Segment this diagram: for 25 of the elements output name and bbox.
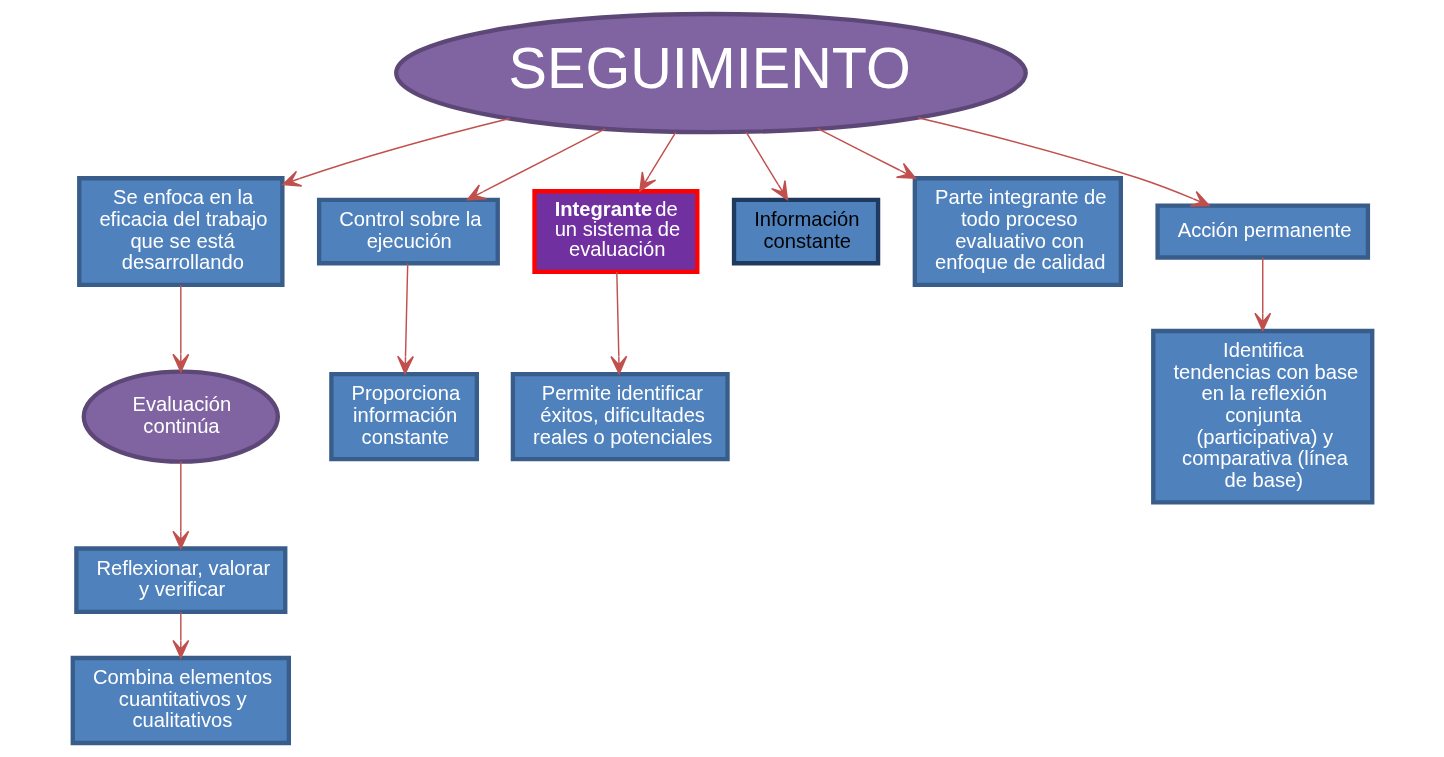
node-box: Acción permanente: [1154, 203, 1370, 260]
node-box: Identifica tendencias con base en la reflexión conjunta (participativa) y comparativa (línea de base): [1150, 328, 1374, 505]
arrow: [466, 128, 606, 201]
arrow: [638, 131, 677, 192]
node-box: Control sobre la ejecución: [316, 197, 500, 266]
node-box: Combina elementos cuantitativos y cualitativos: [70, 655, 291, 746]
arrow: [171, 460, 189, 550]
arrow: [396, 262, 414, 375]
arrow: [171, 284, 189, 373]
node-box: Parte integrante de todo proceso evaluativo con enfoque de calidad: [912, 176, 1123, 288]
arrow: [1253, 256, 1271, 332]
node-box: Permite identificar éxitos, dificultades reales o potenciales: [510, 372, 730, 462]
node-box: Integrante de un sistema de evaluación: [531, 189, 699, 275]
node-box: Proporciona información constante: [328, 372, 479, 462]
node-ellipse: Evaluación continúa: [81, 369, 280, 464]
node-ellipse: SEGUIMIENTO: [393, 11, 1028, 135]
arrow: [816, 128, 916, 179]
arrow: [171, 611, 189, 659]
node-box: Se enfoca en la eficacia del trabajo que se está desarrollando: [76, 176, 285, 288]
arrow: [609, 271, 627, 375]
node-box: Reflexionar, valorar y verificar: [73, 546, 287, 615]
arrow: [916, 117, 1210, 207]
arrow: [744, 131, 788, 201]
node-box: Información constante: [731, 197, 880, 266]
arrow: [281, 117, 510, 187]
